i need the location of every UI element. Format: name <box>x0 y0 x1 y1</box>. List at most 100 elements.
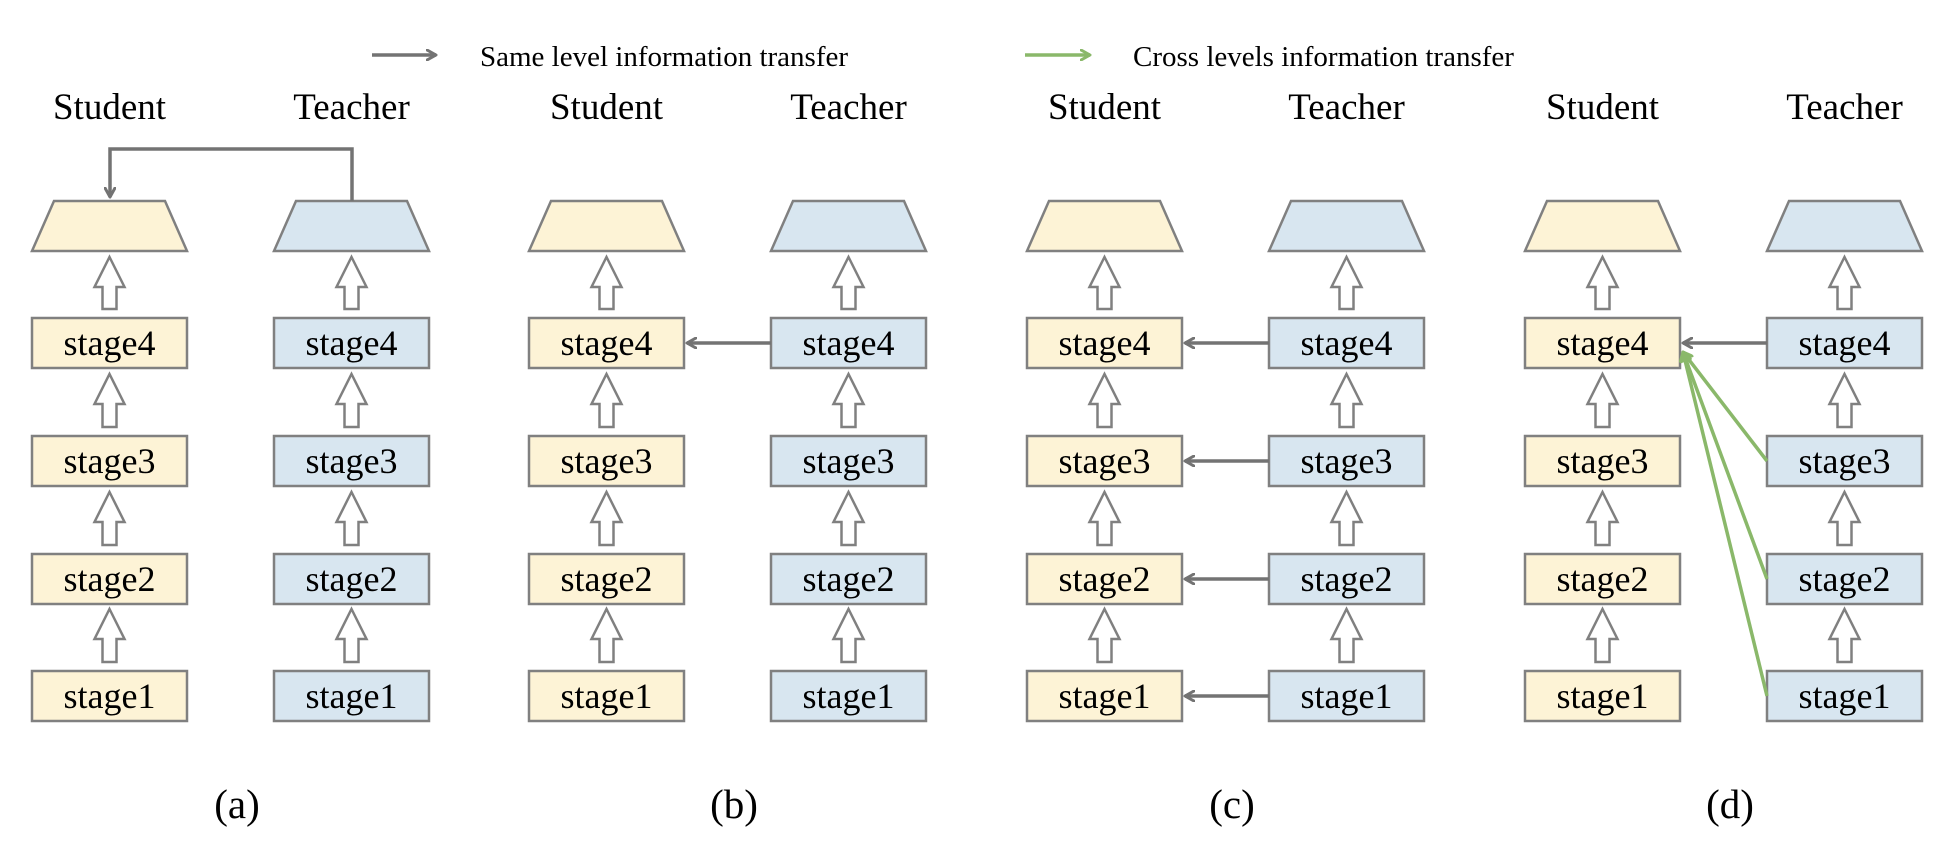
student-stage3-label: stage3 <box>1557 441 1649 481</box>
teacher-stage3-box <box>272 434 431 488</box>
student-stage4-box <box>527 316 686 370</box>
same-level-legend-label: Same level information transfer <box>480 41 848 73</box>
teacher-arrow-stage2-to-stage3 <box>831 489 866 547</box>
student-stage1-box <box>1523 669 1682 723</box>
student-head <box>527 199 686 253</box>
teacher-arrow-stage4-to-head <box>1329 254 1364 311</box>
teacher-head <box>769 199 928 253</box>
student-stage3-box <box>1523 434 1682 488</box>
teacher-stage2-label: stage2 <box>803 559 895 599</box>
student-arrow-stage2-to-stage3 <box>1087 489 1122 547</box>
student-arrow-stage4-to-head <box>589 254 624 311</box>
student-stage4-box <box>1523 316 1682 370</box>
teacher-stage4-label: stage4 <box>1799 323 1891 363</box>
panel-c-caption: (c) <box>1209 781 1255 827</box>
teacher-stage4-box <box>1267 316 1426 370</box>
student-stage2-label: stage2 <box>561 559 653 599</box>
teacher-stage3-label: stage3 <box>1799 441 1891 481</box>
teacher-stage4-box <box>1765 316 1924 370</box>
student-column-label: Student <box>1048 87 1162 128</box>
panel-a: Studentstage1stage2stage3stage4Teacherst… <box>30 87 431 827</box>
teacher-arrow-stage3-to-stage4 <box>1827 371 1862 429</box>
teacher-stage3-box <box>1267 434 1426 488</box>
teacher-column-label: Teacher <box>1786 87 1903 128</box>
student-stage1-box <box>527 669 686 723</box>
teacher-arrow-stage2-to-stage3 <box>334 489 369 547</box>
student-arrow-stage1-to-stage2 <box>1087 606 1122 664</box>
teacher-arrow-stage2-to-stage3 <box>1329 489 1364 547</box>
student-arrow-stage4-to-head <box>92 254 127 311</box>
teacher-stage2-box <box>1765 552 1924 606</box>
teacher-column-label: Teacher <box>790 87 907 128</box>
student-stage2-box <box>30 552 189 606</box>
teacher-stage3-label: stage3 <box>803 441 895 481</box>
student-arrow-stage3-to-stage4 <box>1585 371 1620 429</box>
teacher-stage4-label: stage4 <box>1301 323 1393 363</box>
student-stage4-label: stage4 <box>1557 323 1649 363</box>
teacher-column-label: Teacher <box>293 87 410 128</box>
panel-b: Student stage1 stage2 stage3 stage4 Teacher st… <box>527 87 928 827</box>
student-arrow-stage1-to-stage2 <box>92 606 127 664</box>
student-stage1-label: stage1 <box>561 676 653 716</box>
student-head <box>1025 199 1184 253</box>
student-stage4-label: stage4 <box>561 323 653 363</box>
student-stage1-box <box>30 669 189 723</box>
teacher-stage1-box <box>1267 669 1426 723</box>
panel-b-caption: (b) <box>710 781 758 827</box>
student-arrow-stage3-to-stage4 <box>1087 371 1122 429</box>
student-arrow-stage4-to-head <box>1585 254 1620 311</box>
panels: Student stage1 stage2 stage3 stage4 Teacher st… <box>30 87 1924 827</box>
panel-c: Student stage1 stage2 stage3 stage4 Teacher st… <box>1025 87 1426 827</box>
student-arrow-stage2-to-stage3 <box>1585 489 1620 547</box>
student-stage3-label: stage3 <box>64 441 156 481</box>
teacher-arrow-stage3-to-stage4 <box>831 371 866 429</box>
student-stage2-label: stage2 <box>1557 559 1649 599</box>
teacher-stage1-label: stage1 <box>1301 676 1393 716</box>
teacher-stage2-box <box>1267 552 1426 606</box>
teacher-stage1-label: stage1 <box>306 676 398 716</box>
panel-a-caption: (a) <box>214 781 260 827</box>
teacher-head <box>1765 199 1924 253</box>
teacher-arrow-stage1-to-stage2 <box>1827 606 1862 664</box>
student-arrow-stage3-to-stage4 <box>92 371 127 429</box>
student-head <box>30 199 189 253</box>
cross-levels-legend-label: Cross levels information transfer <box>1133 41 1514 73</box>
student-arrow-stage1-to-stage2 <box>589 606 624 664</box>
student-column-label: Student <box>1546 87 1660 128</box>
teacher-arrow-stage4-to-head <box>831 254 866 311</box>
teacher-arrow-stage4-to-head <box>1827 254 1862 311</box>
student-stage2-box <box>1523 552 1682 606</box>
teacher-arrow-stage4-to-head <box>334 254 369 311</box>
student-head <box>1523 199 1682 253</box>
teacher-arrow-stage2-to-stage3 <box>1827 489 1862 547</box>
student-column-label: Student <box>550 87 664 128</box>
legend: Same level information transfer Cross le… <box>372 41 1514 73</box>
teacher-arrow-stage1-to-stage2 <box>334 606 369 664</box>
student-arrow-stage2-to-stage3 <box>92 489 127 547</box>
student-stage1-box <box>1025 669 1184 723</box>
teacher-head <box>1267 199 1426 253</box>
student-stage2-label: stage2 <box>1059 559 1151 599</box>
student-arrow-stage3-to-stage4 <box>589 371 624 429</box>
teacher-stage2-label: stage2 <box>1799 559 1891 599</box>
teacher-stage2-label: stage2 <box>306 559 398 599</box>
teacher-stage2-box <box>769 552 928 606</box>
head-transfer-arrow <box>110 147 354 201</box>
student-stage4-label: stage4 <box>64 323 156 363</box>
teacher-head <box>272 199 431 253</box>
student-stage4-box <box>30 316 189 370</box>
teacher-arrow-stage1-to-stage2 <box>831 606 866 664</box>
student-stage2-label: stage2 <box>64 559 156 599</box>
student-stage1-label: stage1 <box>64 676 156 716</box>
teacher-stage2-label: stage2 <box>1301 559 1393 599</box>
student-arrow-stage1-to-stage2 <box>1585 606 1620 664</box>
teacher-column-label: Teacher <box>1288 87 1405 128</box>
student-stage4-box <box>1025 316 1184 370</box>
student-stage4-label: stage4 <box>1059 323 1151 363</box>
teacher-stage4-box <box>272 316 431 370</box>
teacher-stage1-label: stage1 <box>803 676 895 716</box>
panel-d-caption: (d) <box>1706 781 1754 827</box>
teacher-stage1-box <box>272 669 431 723</box>
teacher-arrow-stage3-to-stage4 <box>334 371 369 429</box>
teacher-stage3-label: stage3 <box>1301 441 1393 481</box>
